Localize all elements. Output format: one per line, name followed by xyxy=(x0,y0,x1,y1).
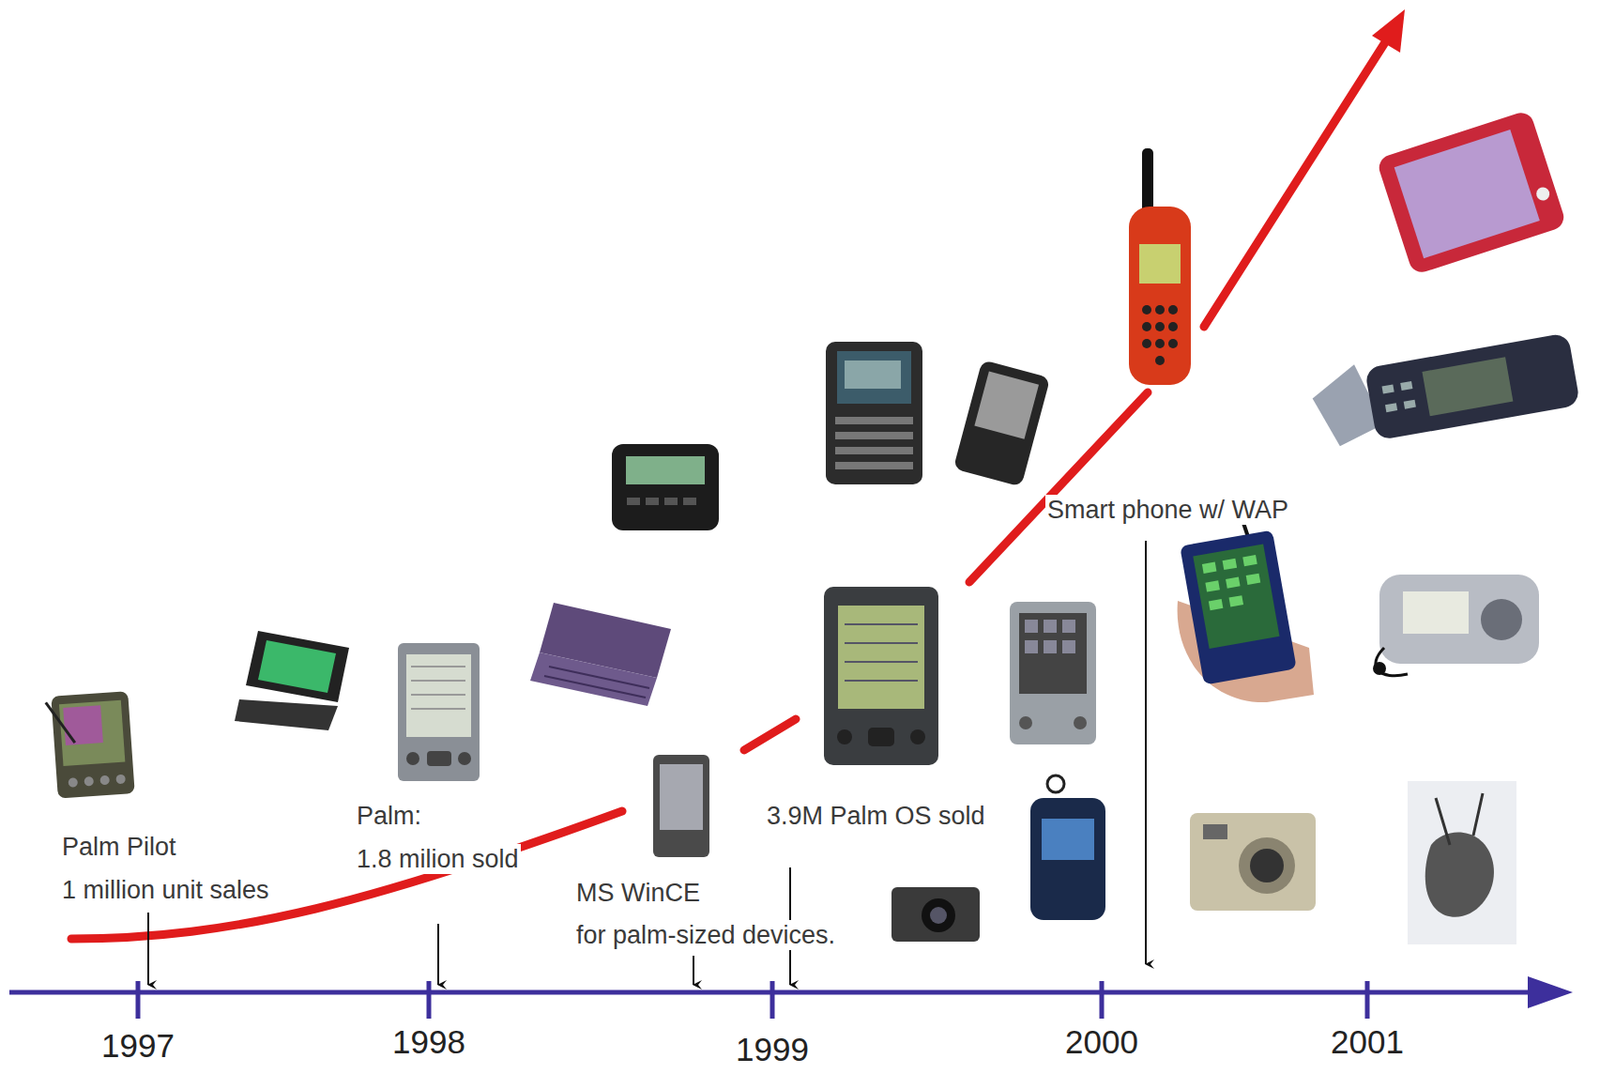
growth-curve xyxy=(71,39,1387,939)
annotation-text: 3.9M Palm OS sold xyxy=(764,800,988,831)
year-label: 2001 xyxy=(1328,1022,1406,1061)
annotation-text: for palm-sized devices. xyxy=(574,919,838,950)
annotation-text: Smart phone w/ WAP xyxy=(1045,494,1291,525)
year-label: 1998 xyxy=(390,1022,468,1061)
device-pictures xyxy=(45,109,1581,945)
annotation-text: Palm: xyxy=(354,800,424,831)
year-label: 1999 xyxy=(733,1030,811,1068)
year-label: 2000 xyxy=(1063,1022,1141,1061)
leader-arrows xyxy=(148,540,1146,985)
annotation-text: 1.8 milion sold xyxy=(354,843,521,874)
year-label: 1997 xyxy=(99,1026,177,1065)
annotation-text: MS WinCE xyxy=(574,877,702,908)
annotation-text: 1 million unit sales xyxy=(60,874,272,905)
annotation-text: Palm Pilot xyxy=(60,831,179,862)
growth-arrowhead xyxy=(1371,9,1405,53)
